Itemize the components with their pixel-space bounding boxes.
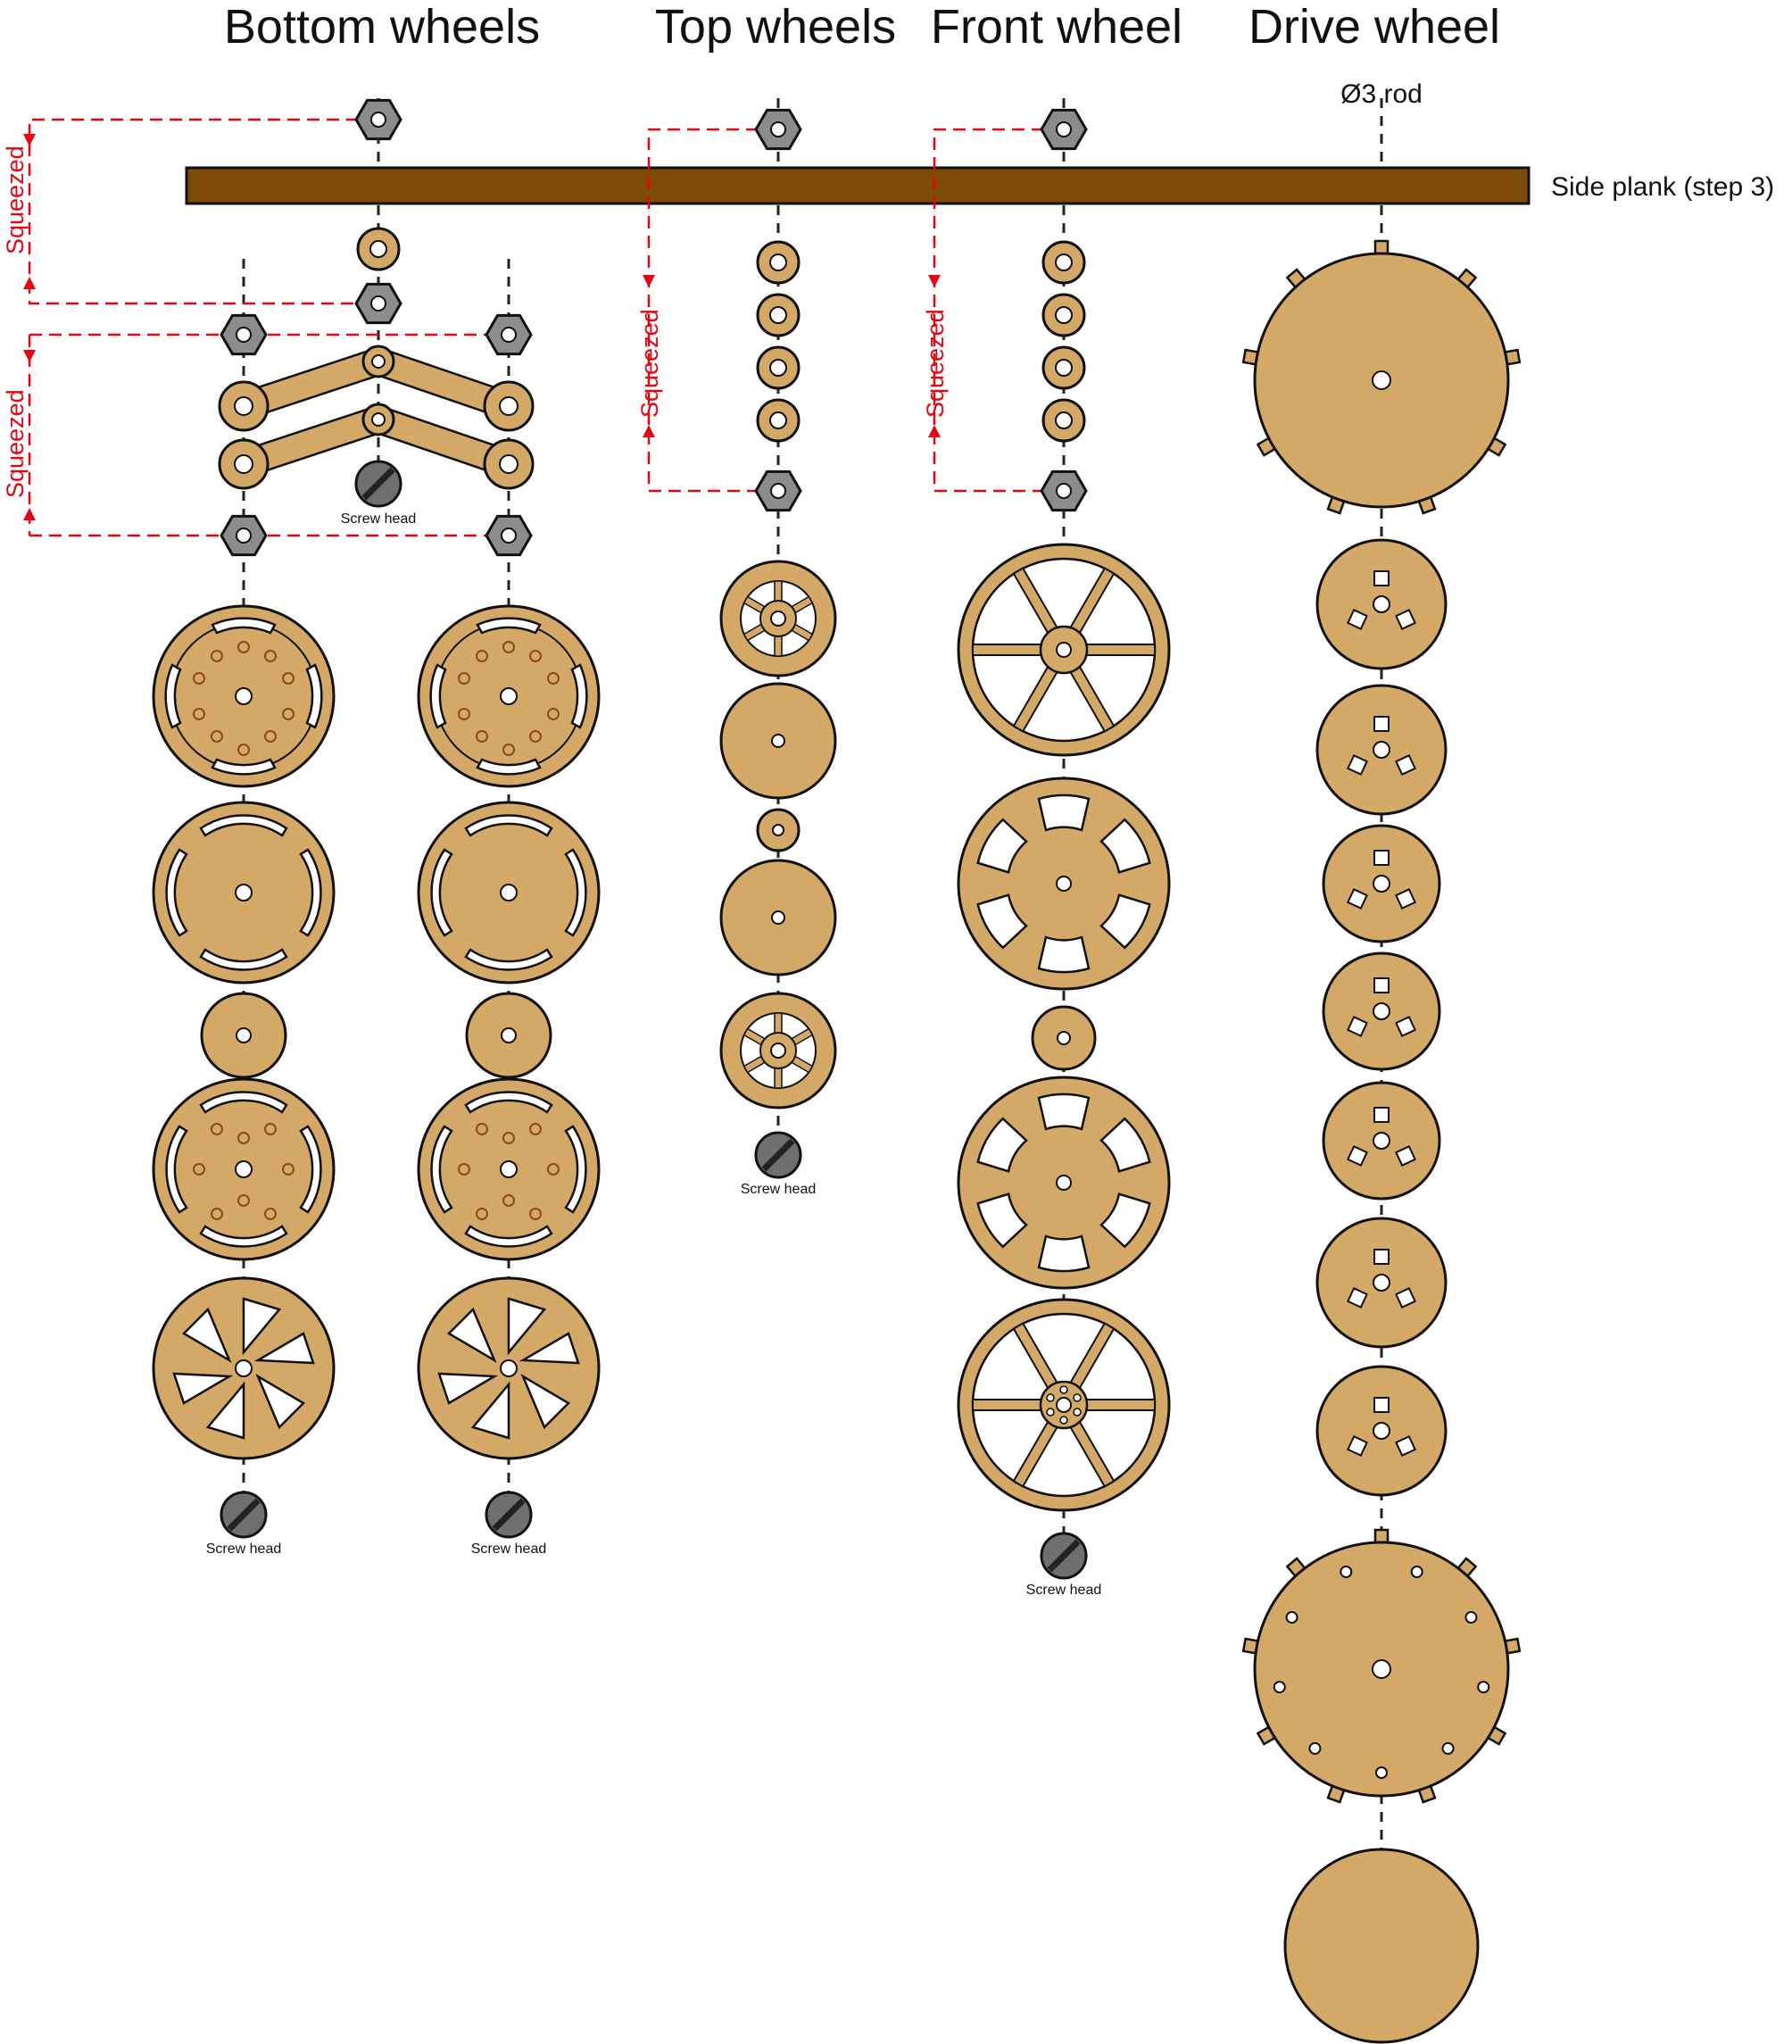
top-wheels-assembly: Screw head (719, 108, 837, 1197)
nut (354, 98, 402, 141)
screw-head-label: Screw head (471, 1541, 547, 1557)
nut (220, 313, 268, 356)
bottom-wheel-left: Screw head (152, 604, 336, 1557)
spacer (356, 227, 401, 271)
screw-head-label: Screw head (341, 511, 417, 527)
drive-wheel-assembly (1241, 239, 1522, 2044)
squeeze-lines (28, 118, 1044, 537)
bottom-wheels-assembly: Screw head (152, 98, 601, 1557)
nut (485, 514, 533, 557)
title-front-wheel: Front wheel (931, 0, 1182, 54)
squeezed-label-2: Squeezed (2, 389, 29, 498)
nut (220, 514, 268, 557)
front-wheel-assembly: Screw head (957, 108, 1171, 1598)
side-plank-label: Side plank (step 3) (1551, 172, 1774, 202)
title-bottom-wheels: Bottom wheels (224, 0, 540, 54)
drive-wheel-cap (1283, 1848, 1480, 2044)
rod-label: Ø3 rod (1340, 79, 1423, 109)
nut (354, 282, 402, 325)
screw-head-label: Screw head (1026, 1583, 1102, 1598)
squeezed-label-1: Squeezed (2, 145, 29, 254)
side-plank (185, 166, 1531, 205)
screw-head-label: Screw head (741, 1182, 817, 1197)
bent-arm-upper (218, 345, 535, 432)
title-drive-wheel: Drive wheel (1249, 0, 1500, 54)
bottom-wheel-right: Screw head (417, 604, 601, 1557)
title-top-wheels: Top wheels (655, 0, 896, 54)
squeezed-label-3: Squeezed (636, 309, 663, 418)
screw-head-label: Screw head (206, 1541, 282, 1557)
squeezed-label-4: Squeezed (922, 309, 949, 418)
nut (485, 313, 533, 356)
screw-head (356, 461, 401, 506)
squeeze-arrows (23, 134, 941, 520)
bent-arm-lower (218, 403, 535, 490)
